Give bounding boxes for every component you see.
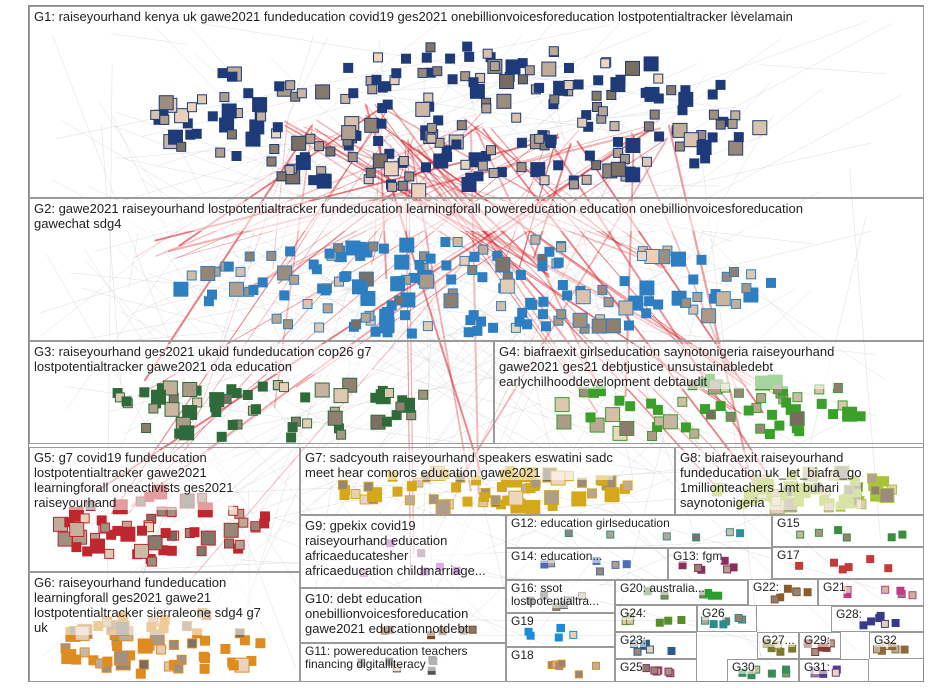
- group-panel-g29: G29:: [799, 632, 841, 659]
- group-panel-g15: G15: [772, 515, 924, 547]
- group-label: G13: fgm: [673, 550, 722, 563]
- group-label: G4: biafraexit girlseducation saynotonig…: [499, 344, 834, 389]
- group-panel-g11: G11: powereducation teachers financing d…: [300, 643, 506, 682]
- group-label: G2: gawe2021 raiseyourhand lostpotential…: [34, 201, 803, 231]
- group-panel-g30: G30: [727, 659, 799, 682]
- group-label: G30: [732, 661, 755, 674]
- group-panel-g2: G2: gawe2021 raiseyourhand lostpotential…: [29, 198, 924, 341]
- group-label: G26: [702, 607, 725, 620]
- group-label: G7: sadcyouth raiseyourhand speakers esw…: [305, 450, 613, 480]
- group-label: G17: [777, 549, 800, 562]
- group-label: G1: raiseyourhand kenya uk gawe2021 fund…: [34, 9, 793, 24]
- group-label: G15: [777, 517, 800, 530]
- group-panel-g13: G13: fgm: [668, 548, 772, 580]
- group-panel-g31: G31:: [799, 659, 869, 682]
- group-panel-g18: G18: [506, 647, 615, 682]
- group-label: G8: biafraexit raiseyourhand fundeducati…: [680, 450, 861, 510]
- group-panel-g8: G8: biafraexit raiseyourhand fundeducati…: [675, 447, 924, 515]
- group-label: G6: raiseyourhand fundeducation learning…: [34, 575, 261, 635]
- group-label: G29:: [804, 634, 830, 647]
- group-panel-g1: G1: raiseyourhand kenya uk gawe2021 fund…: [29, 6, 924, 198]
- group-label: G20: australia...: [620, 582, 705, 595]
- group-label: G11: powereducation teachers financing d…: [305, 645, 468, 671]
- group-panel-g21: G21: [818, 579, 924, 606]
- group-panel-g5: G5: g7 covid19 fundeducation lostpotenti…: [29, 447, 300, 572]
- group-label: G23:: [620, 634, 646, 647]
- group-panel-g16: G16: ssot lostpotentialtra...: [506, 580, 615, 613]
- group-label: G16: ssot lostpotentialtra...: [511, 582, 599, 608]
- group-panel-g19: G19: [506, 613, 615, 647]
- group-label: G32: [874, 634, 897, 647]
- group-label: G9: gpekix covid19 raiseyourhand educati…: [305, 518, 486, 578]
- group-panel-g24: G24:: [615, 605, 697, 632]
- group-label: G3: raiseyourhand ges2021 ukaid fundeduc…: [34, 344, 372, 374]
- group-label: G28:: [836, 608, 862, 621]
- group-panel-g7: G7: sadcyouth raiseyourhand speakers esw…: [300, 447, 675, 515]
- group-label: G14: education...: [511, 550, 602, 563]
- group-panel-g14: G14: education...: [506, 548, 668, 580]
- group-panel-g22: G22:: [748, 579, 818, 606]
- group-label: G21: [823, 581, 846, 594]
- group-label: G22:: [753, 581, 779, 594]
- group-panel-g9: G9: gpekix covid19 raiseyourhand educati…: [300, 515, 506, 588]
- group-panel-g25: G25: [615, 659, 697, 682]
- group-panel-g32: G32: [869, 632, 924, 659]
- group-label: G25: [620, 661, 643, 674]
- group-label: G10: debt education onebillionvoicesfore…: [305, 591, 468, 636]
- group-label: G24:: [620, 607, 646, 620]
- group-panel-g6: G6: raiseyourhand fundeducation learning…: [29, 572, 300, 682]
- group-panel-g28: G28:: [831, 606, 924, 632]
- group-label: G27...: [762, 634, 795, 647]
- group-panel-g23: G23:: [615, 632, 697, 659]
- group-label: G31:: [804, 661, 830, 674]
- group-panel-g26: G26: [697, 605, 757, 632]
- group-panel-g27: G27...: [757, 632, 799, 659]
- group-panel-g12: G12: education girlseducation: [506, 515, 772, 548]
- group-panel-g20: G20: australia...: [615, 580, 748, 605]
- group-panel-g17: G17: [772, 547, 924, 579]
- group-panel-g4: G4: biafraexit girlseducation saynotonig…: [494, 341, 924, 444]
- group-label: G18: [511, 649, 534, 662]
- group-panel-g10: G10: debt education onebillionvoicesfore…: [300, 588, 506, 643]
- group-label: G19: [511, 615, 534, 628]
- group-panel-g3: G3: raiseyourhand ges2021 ukaid fundeduc…: [29, 341, 494, 444]
- group-label: G5: g7 covid19 fundeducation lostpotenti…: [34, 450, 233, 510]
- group-label: G12: education girlseducation: [511, 517, 670, 530]
